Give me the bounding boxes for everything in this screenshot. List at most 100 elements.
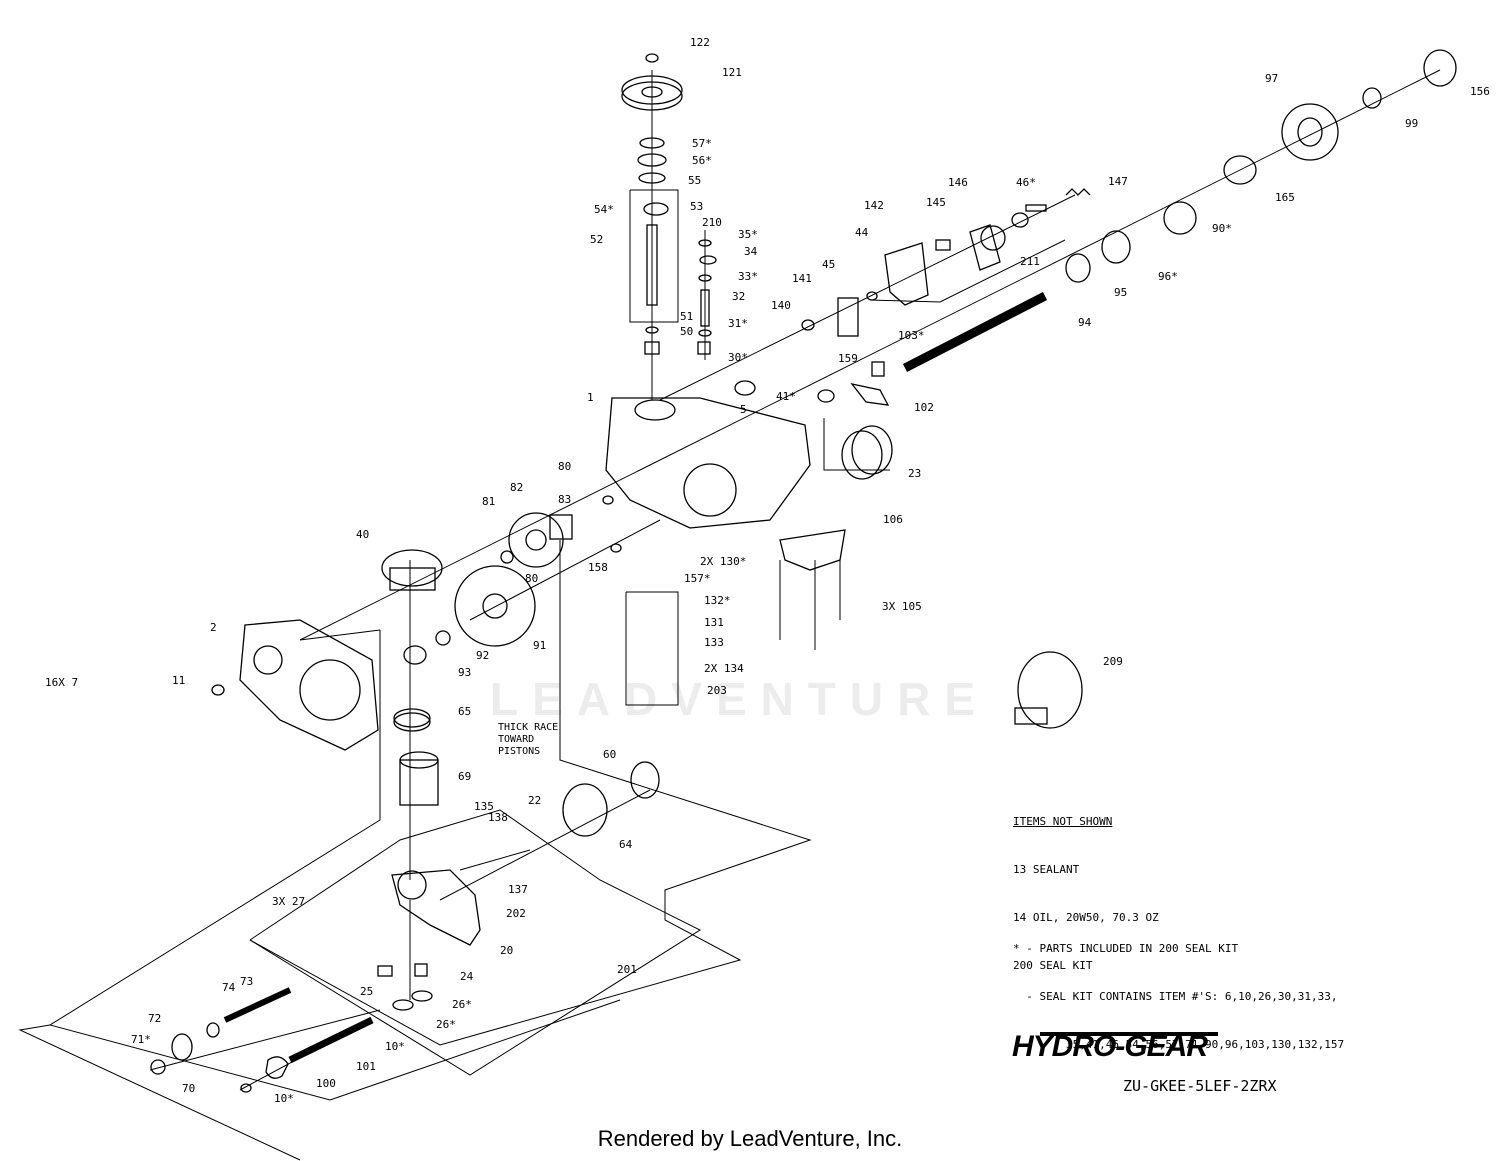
callout-label: 156 bbox=[1470, 85, 1490, 98]
callout-label: 44 bbox=[855, 226, 869, 239]
callout-label: 45 bbox=[822, 258, 835, 271]
callout-label: 90* bbox=[1212, 222, 1232, 235]
callout-label: 35* bbox=[738, 228, 758, 241]
callout-label: 70 bbox=[182, 1082, 195, 1095]
callout-label: 131 bbox=[704, 616, 724, 629]
callout-label: 40 bbox=[356, 528, 369, 541]
callout-label: 46* bbox=[1016, 176, 1036, 189]
callout-label: 74 bbox=[222, 981, 236, 994]
callout-label: 82 bbox=[510, 481, 523, 494]
callout-label: 138 bbox=[488, 811, 508, 824]
callout-label: 3X 27 bbox=[272, 895, 305, 908]
callout-label: 210 bbox=[702, 216, 722, 229]
footer-credit: Rendered by LeadVenture, Inc. bbox=[597, 1126, 903, 1151]
items-not-shown-line: 200 SEAL KIT bbox=[1013, 959, 1093, 972]
items-not-shown-heading: ITEMS NOT SHOWN bbox=[1013, 815, 1113, 828]
callout-label: 2X 134 bbox=[704, 662, 744, 675]
callout-label: 23 bbox=[908, 467, 921, 480]
callout-label: 101 bbox=[356, 1060, 376, 1073]
callout-label: 71* bbox=[131, 1033, 151, 1046]
callout-label: 140 bbox=[771, 299, 791, 312]
callout-label: 81 bbox=[482, 495, 495, 508]
brand-logo: HYDRO-GEAR bbox=[1012, 1030, 1208, 1063]
callout-label: 132* bbox=[704, 594, 731, 607]
callout-label: 30* bbox=[728, 351, 748, 364]
callout-label: 2 bbox=[210, 621, 217, 634]
callout-label: 60 bbox=[603, 748, 616, 761]
model-code: ZU-GKEE-5LEF-2ZRX bbox=[1123, 1077, 1277, 1095]
callout-label: 32 bbox=[732, 290, 745, 303]
callout-label: 96* bbox=[1158, 270, 1178, 283]
callout-label: 52 bbox=[590, 233, 603, 246]
items-not-shown-line: 14 OIL, 20W50, 70.3 OZ bbox=[1013, 911, 1159, 924]
callout-label: 69 bbox=[458, 770, 471, 783]
callout-label: 34 bbox=[744, 245, 758, 258]
callout-label: 10* bbox=[385, 1040, 405, 1053]
callout-label: 41* bbox=[776, 390, 796, 403]
callout-label: 3X 105 bbox=[882, 600, 922, 613]
callout-label: 51 bbox=[680, 310, 693, 323]
watermark: LEADVENTURE bbox=[490, 673, 990, 725]
callout-label: 93 bbox=[458, 666, 471, 679]
callout-label: 142 bbox=[864, 199, 884, 212]
callout-label: 11 bbox=[172, 674, 185, 687]
callout-label: 133 bbox=[704, 636, 724, 649]
callout-label: 91 bbox=[533, 639, 546, 652]
seal-kit-note-line: 35,41,46,54,56,57,71,90,96,103,130,132,1… bbox=[1013, 1038, 1345, 1051]
callout-label: 122 bbox=[690, 36, 710, 49]
callout-label: 16X 7 bbox=[45, 676, 78, 689]
callout-label: 211 bbox=[1020, 255, 1040, 268]
callout-label: 26* bbox=[436, 1018, 456, 1031]
brand-logo-bar bbox=[1040, 1032, 1218, 1036]
assembly-lines bbox=[18, 69, 1441, 1161]
callout-label: 100 bbox=[316, 1077, 336, 1090]
callout-label: 72 bbox=[148, 1012, 161, 1025]
callout-label: 147 bbox=[1108, 175, 1128, 188]
callout-label: 83 bbox=[558, 493, 571, 506]
callout-label: 145 bbox=[926, 196, 946, 209]
callout-label: 5 bbox=[740, 403, 747, 416]
callout-label: 55 bbox=[688, 174, 701, 187]
callout-label: 65 bbox=[458, 705, 471, 718]
callout-label: 1 bbox=[587, 391, 594, 404]
callout-label: 22 bbox=[528, 794, 541, 807]
callout-label: 73 bbox=[240, 975, 253, 988]
callout-label: 158 bbox=[588, 561, 608, 574]
seal-kit-note-line: - SEAL KIT CONTAINS ITEM #'S: 6,10,26,30… bbox=[1013, 990, 1338, 1003]
callout-label: 102 bbox=[914, 401, 934, 414]
callout-label: 146 bbox=[948, 176, 968, 189]
callout-label: 33* bbox=[738, 270, 758, 283]
callout-label: 165 bbox=[1275, 191, 1295, 204]
seal-kit-note: * - PARTS INCLUDED IN 200 SEAL KIT - SEA… bbox=[1013, 909, 1344, 1069]
callout-label: 24 bbox=[460, 970, 474, 983]
callout-label: 31* bbox=[728, 317, 748, 330]
callout-label: 159 bbox=[838, 352, 858, 365]
items-not-shown: ITEMS NOT SHOWN 13 SEALANT 14 OIL, 20W50… bbox=[1013, 782, 1159, 990]
callout-label: 209 bbox=[1103, 655, 1123, 668]
callout-label: 92 bbox=[476, 649, 489, 662]
callout-label: 135 bbox=[474, 800, 494, 813]
callout-label: 157* bbox=[684, 572, 711, 585]
callout-label: 201 bbox=[617, 963, 637, 976]
callout-label: 80 bbox=[558, 460, 571, 473]
callout-label: 25 bbox=[360, 985, 373, 998]
callout-label: 20 bbox=[500, 944, 513, 957]
callout-label: 64 bbox=[619, 838, 633, 851]
callout-label: 203 bbox=[707, 684, 727, 697]
callout-label: 53 bbox=[690, 200, 703, 213]
callout-label: 2X 130* bbox=[700, 555, 746, 568]
callout-label: 137 bbox=[508, 883, 528, 896]
callout-label: 54* bbox=[594, 203, 614, 216]
callout-label: 103* bbox=[898, 329, 925, 342]
callout-label: 97 bbox=[1265, 72, 1278, 85]
callout-label: 56* bbox=[692, 154, 712, 167]
callout-label: 26* bbox=[452, 998, 472, 1011]
callout-label: 106 bbox=[883, 513, 903, 526]
callout-label: 141 bbox=[792, 272, 812, 285]
callout-label: 202 bbox=[506, 907, 526, 920]
seal-kit-note-line: * - PARTS INCLUDED IN 200 SEAL KIT bbox=[1013, 942, 1239, 955]
callout-label: 121 bbox=[722, 66, 742, 79]
